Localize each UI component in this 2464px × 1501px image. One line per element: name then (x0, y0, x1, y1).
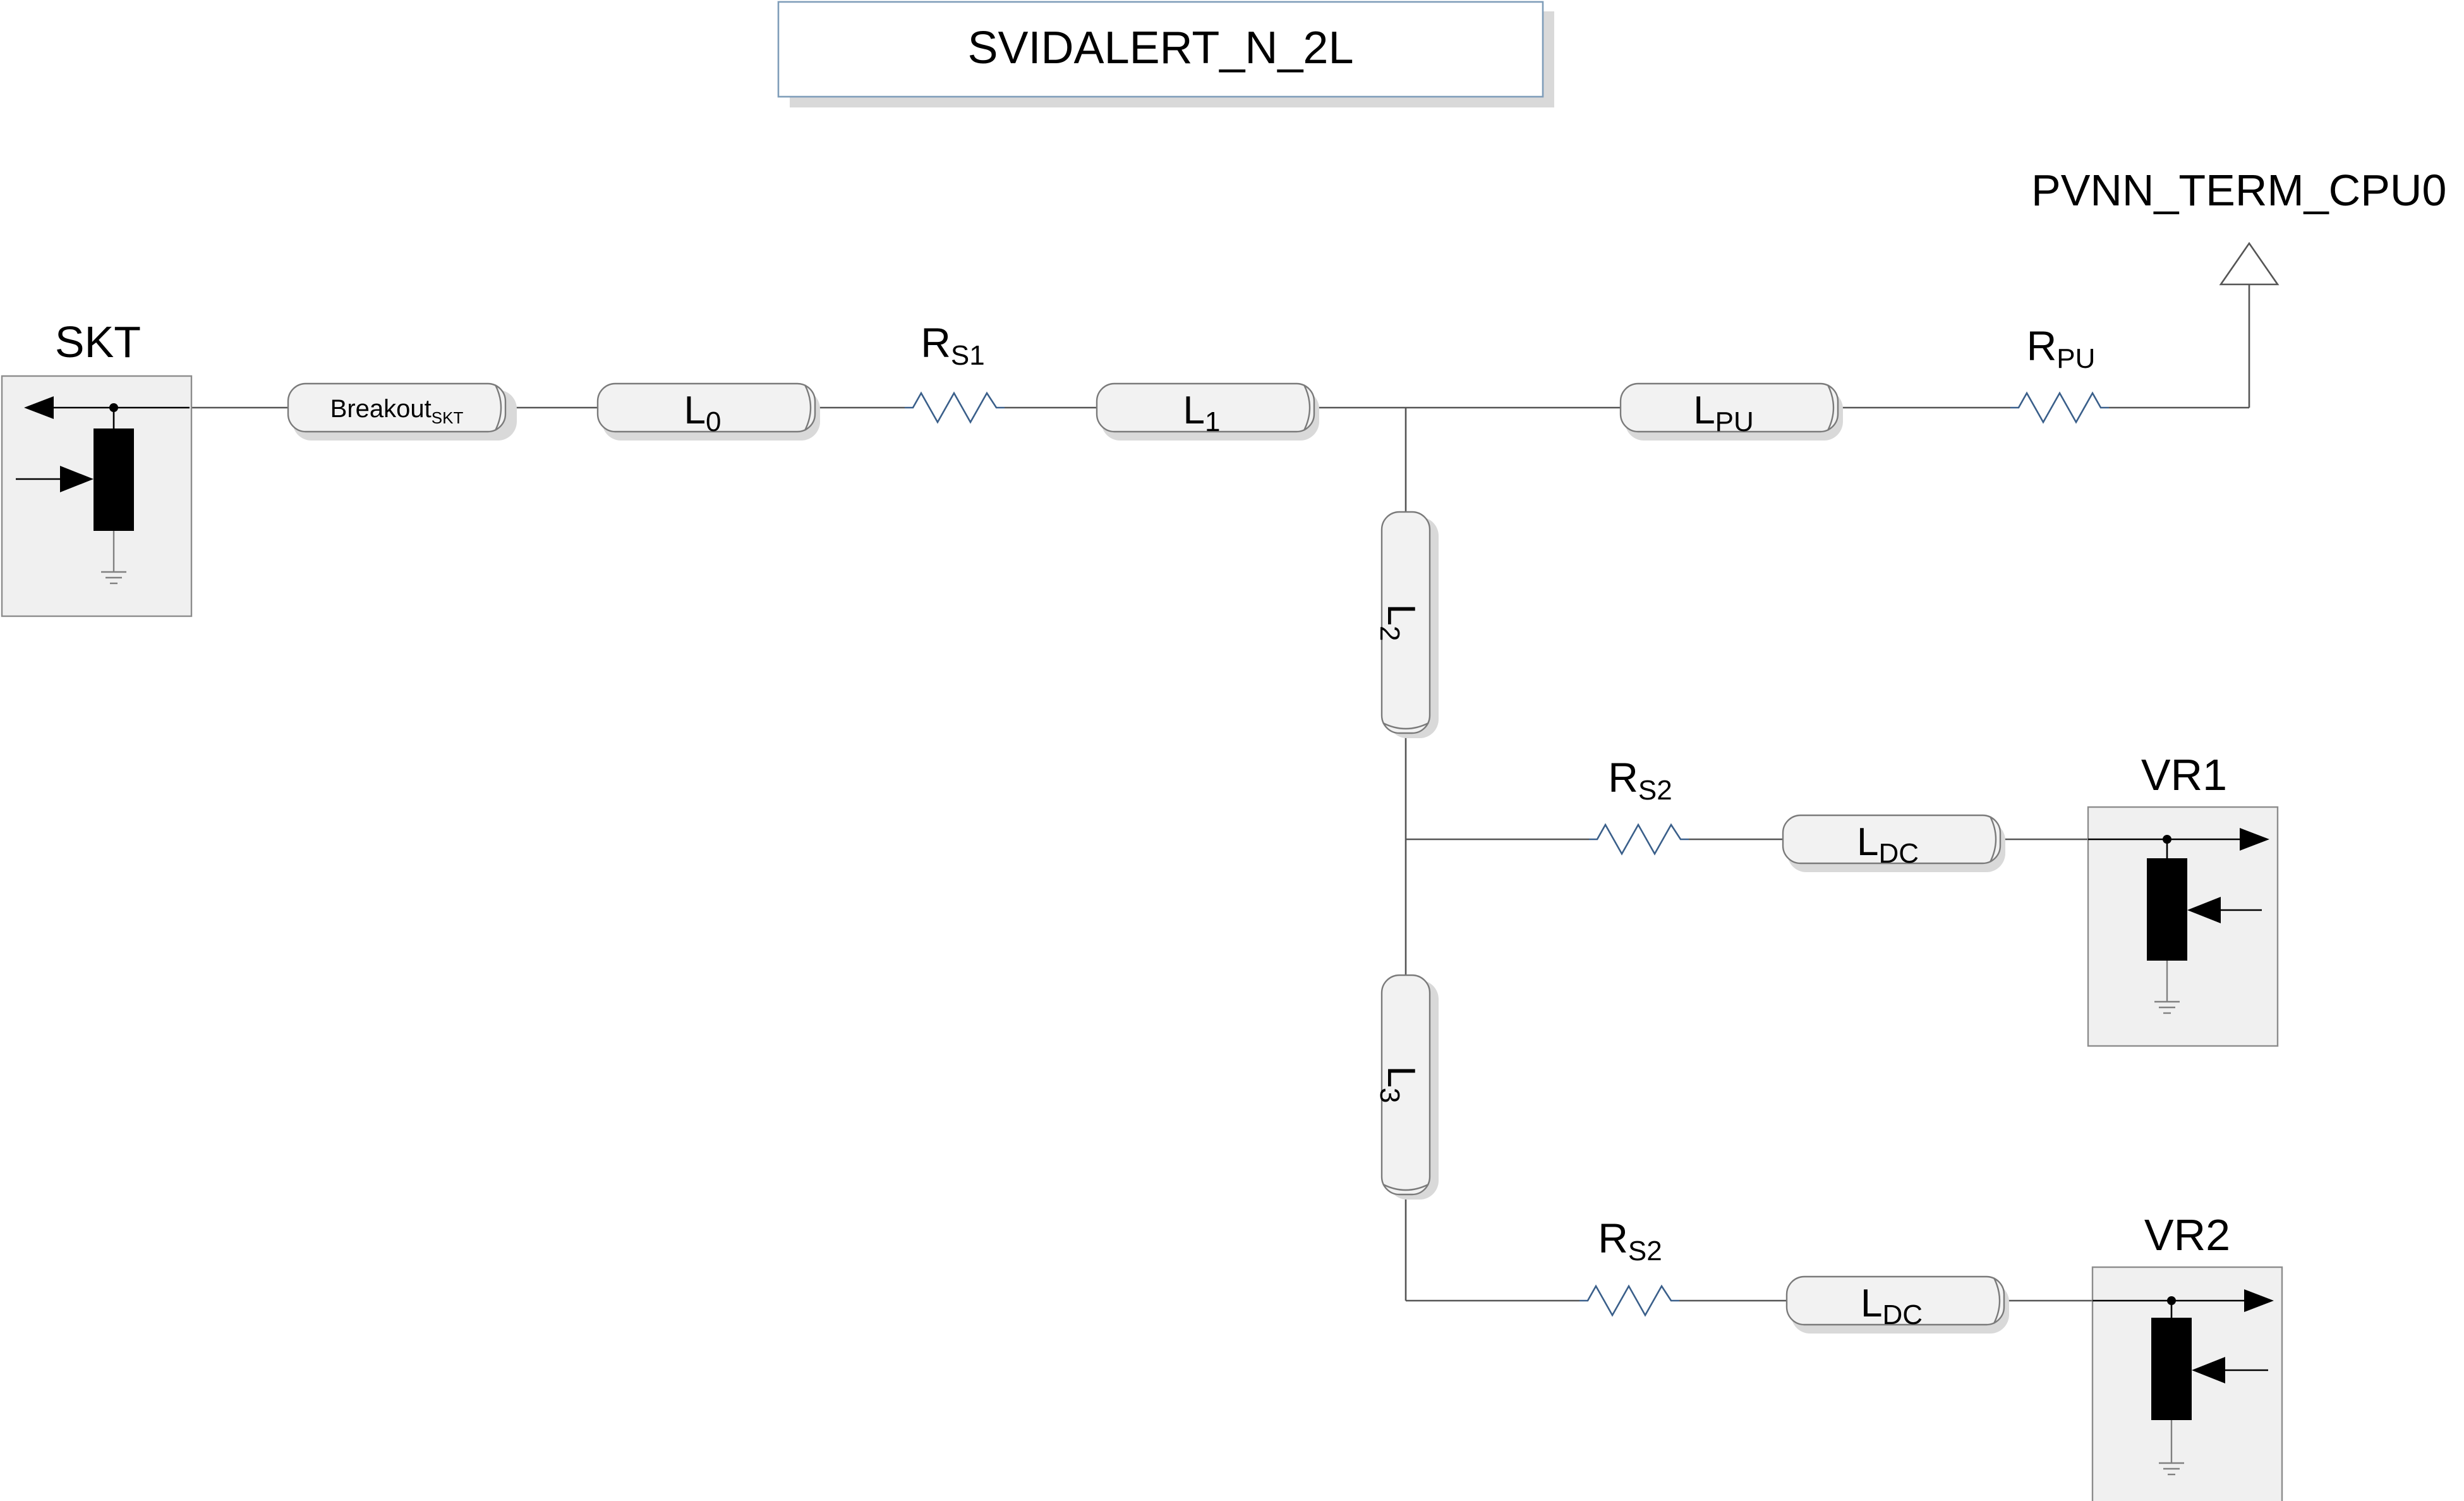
resistor-rpu-subscript: PU (2056, 343, 2095, 374)
supply-label: PVNN_TERM_CPU0 (2031, 166, 2446, 215)
resistor-rs2-vr1-zigzag-icon (1589, 823, 1689, 856)
svg-text:L3: L3 (1374, 1066, 1423, 1103)
tline-breakout-subscript: SKT (432, 408, 464, 427)
vr1-device: VR1 (2087, 750, 2279, 1047)
title-box: SVIDALERT_N_2L (777, 1, 1554, 107)
tline-ldc-vr2-label: L (1861, 1282, 1882, 1325)
resistor-rs1-label: R (921, 319, 951, 366)
svg-text:BreakoutSKT: BreakoutSKT (330, 395, 464, 427)
skt-device: SKT (1, 317, 193, 617)
tline-l3-label: L (1379, 1066, 1423, 1088)
tline-l1: L1 (1096, 382, 1319, 441)
tline-ldc-vr1-label: L (1857, 820, 1878, 864)
resistor-rs1-subscript: S1 (951, 340, 985, 371)
vr2-output-arrow-icon (2244, 1289, 2274, 1312)
svg-text:L0: L0 (684, 389, 722, 437)
resistor-rs2-vr2-subscript: S2 (1628, 1236, 1662, 1267)
tline-l2: L2 (1374, 511, 1439, 738)
tline-l2-label: L (1379, 604, 1423, 626)
tline-lpu-subscript: PU (1715, 406, 1754, 437)
tline-breakout-label: Breakout (330, 395, 432, 423)
tline-ldc-vr2-subscript: DC (1882, 1299, 1923, 1330)
resistor-rs2-vr1-subscript: S2 (1638, 775, 1672, 806)
tline-l0-subscript: 0 (706, 406, 721, 437)
skt-input-arrow-icon (60, 466, 94, 492)
svg-text:L1: L1 (1183, 389, 1221, 437)
vr1-output-arrow-icon (2240, 828, 2269, 851)
svg-text:RS2: RS2 (1598, 1215, 1662, 1267)
resistor-rs2-vr2: RS2 (1579, 1215, 1679, 1317)
tline-l0: L0 (596, 382, 820, 441)
svg-text:RS1: RS1 (921, 319, 985, 371)
resistor-rs2-vr1-label: R (1608, 754, 1638, 801)
resistor-rs2-vr2-label: R (1598, 1215, 1628, 1261)
tline-l1-subscript: 1 (1205, 406, 1220, 437)
svg-text:LDC: LDC (1861, 1282, 1923, 1330)
tline-l1-label: L (1183, 389, 1205, 432)
vr2-label: VR2 (2144, 1210, 2230, 1260)
ground-icon (101, 531, 126, 585)
resistor-rpu-zigzag-icon (2010, 391, 2109, 424)
resistor-rs2-vr1: RS2 (1589, 754, 1689, 856)
tline-lpu-label: L (1693, 389, 1715, 432)
tline-ldc-vr1-subscript: DC (1878, 838, 1919, 869)
ground-icon (2154, 961, 2180, 1014)
supply-terminal: PVNN_TERM_CPU0 (2031, 166, 2446, 408)
tline-l3-subscript: 3 (1374, 1088, 1405, 1103)
tline-l2-subscript: 2 (1374, 626, 1405, 641)
vr1-input-arrow-icon (2187, 897, 2221, 923)
svg-text:LDC: LDC (1857, 820, 1919, 869)
tline-l3: L3 (1374, 974, 1439, 1200)
tline-breakout: BreakoutSKT (287, 382, 517, 441)
ground-icon (2159, 1420, 2184, 1476)
vr2-device: VR2 (2091, 1210, 2283, 1501)
tline-l0-label: L (684, 389, 706, 432)
vr1-label: VR1 (2141, 750, 2227, 799)
resistor-rs1-zigzag-icon (905, 391, 1005, 424)
tline-ldc-vr2: LDC (1785, 1275, 2009, 1334)
tline-lpu: LPU (1619, 382, 1843, 441)
svg-text:LPU: LPU (1693, 389, 1754, 437)
supply-triangle-icon (2219, 241, 2280, 286)
resistor-rpu: RPU (2010, 322, 2109, 424)
resistor-rs2-vr2-zigzag-icon (1579, 1284, 1679, 1317)
skt-output-arrow-icon (24, 396, 54, 419)
resistor-rs1: RS1 (905, 319, 1005, 424)
svg-text:L2: L2 (1374, 604, 1423, 641)
skt-label: SKT (55, 317, 141, 367)
tline-ldc-vr1: LDC (1782, 814, 2005, 872)
resistor-rpu-label: R (2027, 322, 2057, 369)
diagram-title: SVIDALERT_N_2L (968, 23, 1354, 73)
svg-text:RS2: RS2 (1608, 754, 1672, 806)
vr2-input-arrow-icon (2192, 1357, 2225, 1383)
svg-text:RPU: RPU (2027, 322, 2096, 374)
